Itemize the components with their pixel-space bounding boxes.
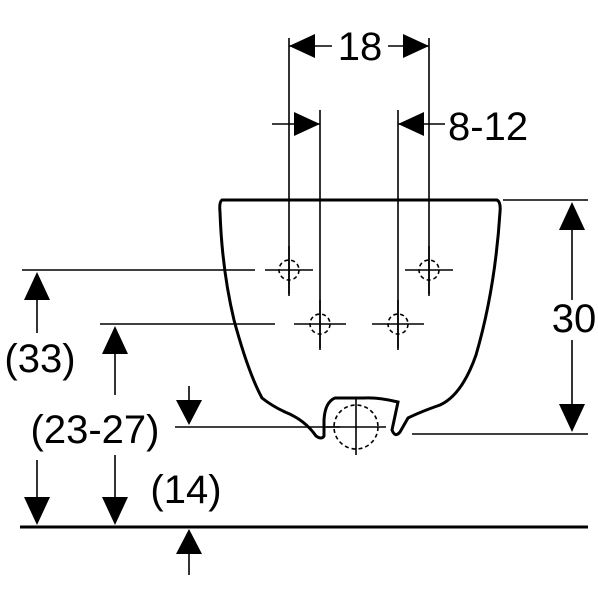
dim-14-label: (14) — [150, 468, 221, 512]
dim-23-27-arrow-top — [102, 326, 128, 354]
dim-23-27-arrow-bottom — [102, 497, 128, 525]
dim-30-arrow-top — [559, 202, 585, 230]
dim-18-label: 18 — [338, 25, 383, 69]
dim-14-arrow-bottom — [176, 529, 202, 554]
dim-8-12-label: 8-12 — [448, 105, 528, 149]
dim-8-12-arrow-left — [294, 112, 320, 136]
dim-18-arrow-left — [289, 34, 315, 58]
connection-middle-right — [372, 300, 424, 348]
connection-middle-left — [294, 300, 346, 348]
dim-14-arrow-top — [176, 400, 202, 425]
connection-upper-right — [405, 246, 453, 294]
dim-18-arrow-right — [403, 34, 429, 58]
drain-connection — [326, 398, 386, 455]
dim-33-label: (33) — [4, 337, 75, 381]
connection-upper-left — [265, 246, 313, 294]
dim-23-27-label: (23-27) — [31, 408, 160, 452]
dim-33-arrow-top — [24, 272, 50, 300]
dim-30-arrow-bottom — [559, 404, 585, 432]
bidet-outline — [218, 198, 502, 440]
dim-30-label: 30 — [552, 297, 597, 341]
dim-8-12-arrow-right — [398, 112, 424, 136]
dim-33-arrow-bottom — [24, 497, 50, 525]
